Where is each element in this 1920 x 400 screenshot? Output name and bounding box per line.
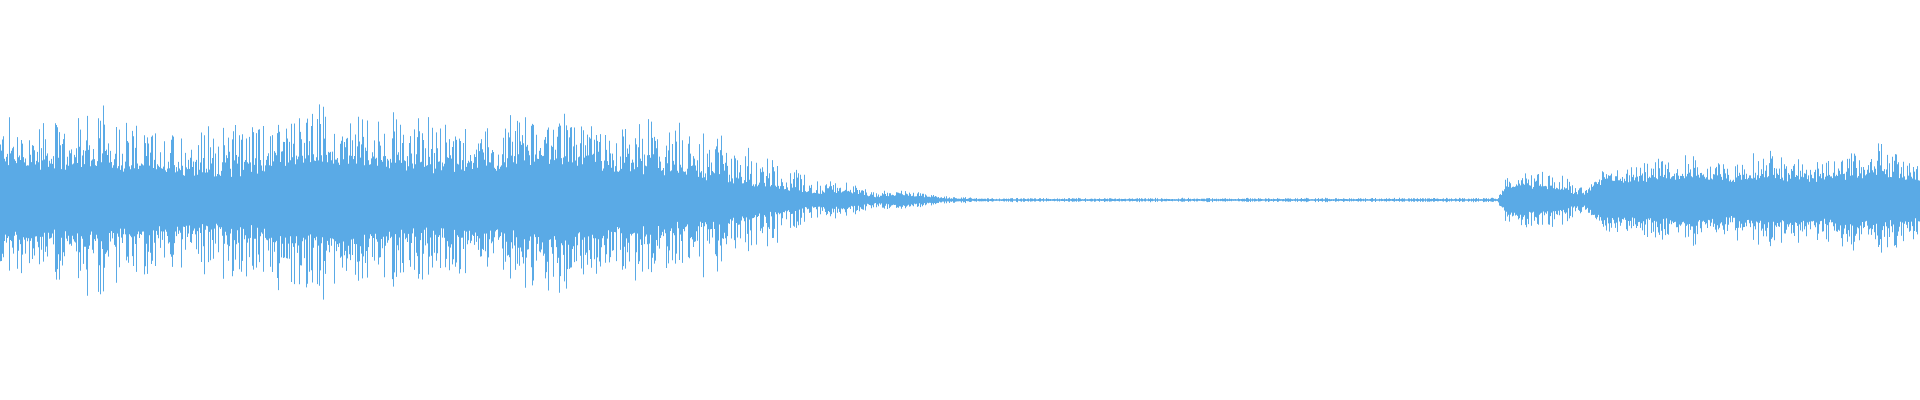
waveform-peaks xyxy=(0,104,1920,300)
waveform-peak-columns xyxy=(0,104,1920,300)
